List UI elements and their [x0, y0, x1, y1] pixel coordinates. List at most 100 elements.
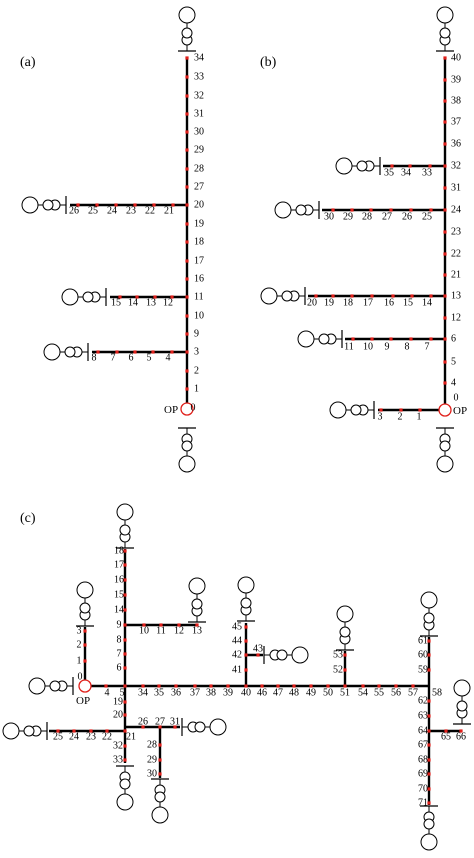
node-label: 21: [164, 205, 174, 216]
generator-icon: [28, 677, 46, 695]
node-marker: [427, 801, 431, 805]
node-marker: [409, 208, 413, 212]
node-label: 6: [451, 333, 456, 344]
node-marker: [351, 337, 355, 341]
op-ring-icon: [180, 402, 194, 416]
node-marker: [173, 725, 177, 729]
node-marker: [83, 629, 87, 633]
node-marker: [427, 787, 431, 791]
node-marker: [123, 758, 127, 762]
node-marker: [185, 75, 189, 79]
node-marker: [399, 408, 403, 412]
node-marker: [133, 203, 137, 207]
node-label: 3: [194, 346, 199, 357]
node-marker: [429, 294, 433, 298]
node-label: 13: [451, 290, 461, 301]
node-label: 20: [194, 199, 204, 210]
node-marker: [185, 222, 189, 226]
node-label: 12: [451, 312, 461, 323]
node-marker: [443, 164, 447, 168]
devices: [2, 6, 471, 851]
node-label: 38: [206, 687, 216, 698]
generator-icon: [21, 196, 39, 214]
node-marker: [361, 684, 365, 688]
node-label: 13: [146, 297, 156, 308]
node-label: 42: [232, 649, 242, 660]
op-label-c: OP: [76, 695, 90, 707]
node-marker: [123, 684, 127, 688]
node-label: 7: [111, 352, 116, 363]
transformer-icon: [423, 612, 435, 624]
node-label: 9: [385, 341, 390, 352]
node-marker: [408, 164, 412, 168]
node-label: 16: [114, 574, 124, 585]
node-label: 38: [451, 95, 461, 106]
node-marker: [141, 725, 145, 729]
node-marker: [429, 208, 433, 212]
node-marker: [123, 666, 127, 670]
generator-icon: [61, 288, 79, 306]
node-marker: [185, 387, 189, 391]
node-label: 23: [86, 731, 96, 742]
node-marker: [123, 700, 127, 704]
node-label: 37: [451, 116, 461, 127]
node-label: 20: [307, 297, 317, 308]
node-marker: [427, 772, 431, 776]
node-label: 59: [418, 664, 428, 675]
node-label: 28: [362, 211, 372, 222]
node-marker: [444, 729, 448, 733]
node-label: 23: [126, 205, 136, 216]
node-label: 10: [139, 625, 149, 636]
node-label: 64: [418, 725, 428, 736]
node-marker: [56, 729, 60, 733]
node-marker: [159, 623, 163, 627]
node-marker: [370, 294, 374, 298]
node-marker: [443, 316, 447, 320]
node-label: 12: [174, 625, 184, 636]
node-label: 52: [333, 664, 343, 675]
generator-icon: [116, 503, 134, 521]
node-marker: [410, 294, 414, 298]
node-marker: [123, 593, 127, 597]
node-marker: [428, 164, 432, 168]
node-label: 17: [363, 297, 373, 308]
node-label: 5: [147, 352, 152, 363]
node-marker: [158, 758, 162, 762]
transformer-icon: [181, 27, 193, 39]
node-marker: [209, 684, 213, 688]
node-label: 54: [358, 687, 368, 698]
node-label: 33: [422, 167, 432, 178]
node-label: 0: [78, 671, 83, 682]
node-label: 53: [333, 649, 343, 660]
node-label: 29: [147, 754, 157, 765]
node-label: 31: [170, 716, 180, 727]
node-label: 11: [156, 625, 166, 636]
node-marker: [123, 652, 127, 656]
node-marker: [389, 337, 393, 341]
node-label: 69: [418, 768, 428, 779]
node-label: 6: [129, 352, 134, 363]
node-marker: [158, 725, 162, 729]
transformer-icon: [154, 791, 166, 803]
node-label: 40: [451, 52, 461, 63]
node-label: 33: [194, 71, 204, 82]
node-label: 24: [69, 731, 79, 742]
op-ring-icon: [438, 403, 452, 417]
node-label: 25: [422, 211, 432, 222]
node-label: 66: [456, 731, 466, 742]
node-marker: [123, 744, 127, 748]
node-label: 57: [408, 687, 418, 698]
node-marker: [411, 684, 415, 688]
node-label: 9: [194, 328, 199, 339]
node-marker: [350, 294, 354, 298]
node-label: 14: [114, 604, 124, 615]
node-marker: [343, 668, 347, 672]
node-marker: [185, 112, 189, 116]
node-label: 10: [363, 341, 373, 352]
node-label: 34: [138, 687, 148, 698]
node-label: 41: [232, 664, 242, 675]
transformer-icon: [49, 680, 61, 692]
node-marker: [141, 684, 145, 688]
node-label: 46: [257, 687, 267, 698]
node-marker: [76, 203, 80, 207]
